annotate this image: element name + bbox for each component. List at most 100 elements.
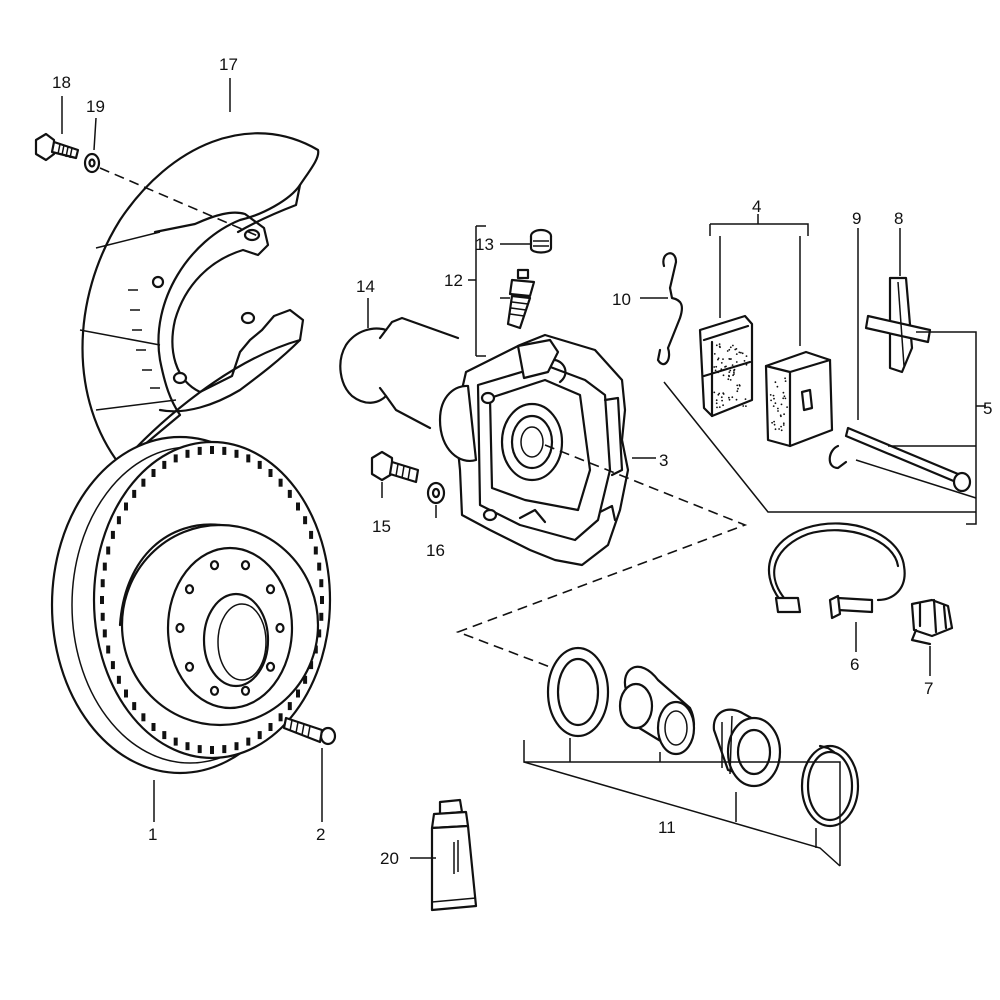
disc-vent — [173, 737, 178, 746]
pad-texture-dot — [728, 348, 731, 351]
disc-vent — [257, 731, 262, 740]
pad-texture-dot — [735, 398, 738, 401]
pad-texture-dot — [713, 366, 716, 368]
pad-texture-dot — [742, 405, 745, 407]
pad-texture-dot — [717, 357, 720, 360]
disc-vent — [317, 562, 322, 571]
pad-texture-dot — [783, 395, 786, 398]
disc-vent — [116, 675, 121, 684]
disc-bolt-hole — [240, 685, 251, 696]
pad-texture-dot — [783, 413, 785, 416]
pad-texture-dot — [743, 360, 746, 362]
dust-boot — [712, 708, 782, 788]
bleeder-cap — [529, 228, 553, 254]
pad-texture-dot — [713, 391, 716, 394]
shield-bolt — [34, 132, 80, 162]
assembly-line-bolt-shield — [99, 167, 259, 237]
pad-texture-dot — [720, 368, 723, 371]
pad-texture-dot — [714, 369, 717, 372]
callout-20: 20 — [380, 849, 399, 868]
pad-texture-dot — [772, 405, 775, 407]
pad-texture-dot — [729, 369, 732, 372]
disc-vent — [197, 745, 202, 754]
disc-vent — [222, 446, 227, 455]
pad-texture-dot — [784, 377, 786, 380]
pad-texture-dot — [738, 384, 741, 386]
pad-texture-dot — [727, 378, 730, 381]
disc-vent — [106, 546, 111, 555]
pad-texture-dot — [728, 396, 730, 399]
spreader-spring — [864, 276, 932, 374]
disc-vent — [313, 546, 318, 555]
disc-vent — [296, 502, 300, 511]
pad-texture-dot — [774, 428, 777, 431]
anti-rattle-spring — [656, 252, 683, 366]
brake-caliper — [438, 333, 630, 567]
pad-texture-dot — [734, 348, 737, 351]
disc-vent — [222, 745, 227, 754]
disc-bolt-hole — [265, 661, 276, 672]
pad-texture-dot — [715, 399, 718, 402]
pad-texture-dot — [722, 374, 725, 377]
callout-19: 19 — [86, 97, 105, 116]
pad-texture-dot — [733, 373, 735, 375]
leader-lines — [61, 78, 986, 867]
disc-vent — [132, 489, 137, 498]
pad-texture-dot — [722, 358, 724, 360]
pad-texture-dot — [772, 394, 775, 397]
pad-texture-dot — [731, 364, 734, 366]
pad-texture-dot — [729, 379, 732, 381]
pad-texture-dot — [782, 422, 785, 425]
pad-texture-dot — [773, 420, 775, 423]
disc-vent — [100, 579, 105, 588]
pad-texture-dot — [715, 402, 718, 405]
pad-texture-dot — [773, 423, 776, 426]
disc-vent — [141, 478, 146, 487]
pad-texture-dot — [720, 362, 723, 364]
pad-texture-dot — [770, 399, 772, 402]
disc-vent — [151, 723, 156, 731]
disc-screw — [282, 716, 337, 746]
pad-texture-dot — [773, 397, 775, 400]
pad-texture-dot — [720, 396, 723, 399]
pad-texture-dot — [782, 397, 785, 400]
disc-vent — [151, 469, 156, 477]
pad-texture-dot — [729, 346, 732, 349]
callout-4: 4 — [752, 197, 761, 216]
disc-vent — [162, 731, 167, 740]
callout-15: 15 — [372, 517, 391, 536]
pad-texture-dot — [744, 398, 747, 400]
callout-14: 14 — [356, 277, 375, 296]
disc-vent — [110, 661, 115, 670]
disc-vent — [319, 579, 324, 588]
pad-texture-dot — [784, 397, 787, 400]
disc-bolt-hole — [184, 584, 195, 595]
callout-17: 17 — [219, 55, 238, 74]
disc-vent — [257, 460, 262, 469]
pad-texture-dot — [718, 345, 721, 348]
disc-vent — [246, 454, 251, 463]
spring-clip — [339, 316, 460, 430]
disc-vent — [100, 612, 105, 621]
disc-vent — [278, 478, 283, 487]
bleeder-valve — [506, 268, 536, 330]
pad-texture-dot — [780, 403, 783, 406]
pad-texture-dot — [780, 415, 782, 418]
pad-texture-dot — [786, 406, 788, 408]
disc-vent — [234, 449, 239, 458]
disc-vent — [303, 675, 308, 684]
pad-texture-dot — [722, 404, 724, 407]
pad-texture-dot — [780, 429, 783, 432]
pad-texture-dot — [736, 390, 739, 393]
pad-texture-dot — [777, 407, 779, 410]
pad-texture-dot — [782, 424, 785, 426]
pad-texture-dot — [733, 368, 736, 371]
callout-labels: 1 2 3 4 5 6 7 8 9 10 11 12 13 14 15 16 1… — [52, 55, 992, 868]
pad-texture-dot — [728, 398, 731, 401]
callout-13: 13 — [475, 235, 494, 254]
pad-texture-dot — [736, 384, 739, 387]
disc-vent — [319, 612, 324, 621]
callout-3: 3 — [659, 451, 668, 470]
